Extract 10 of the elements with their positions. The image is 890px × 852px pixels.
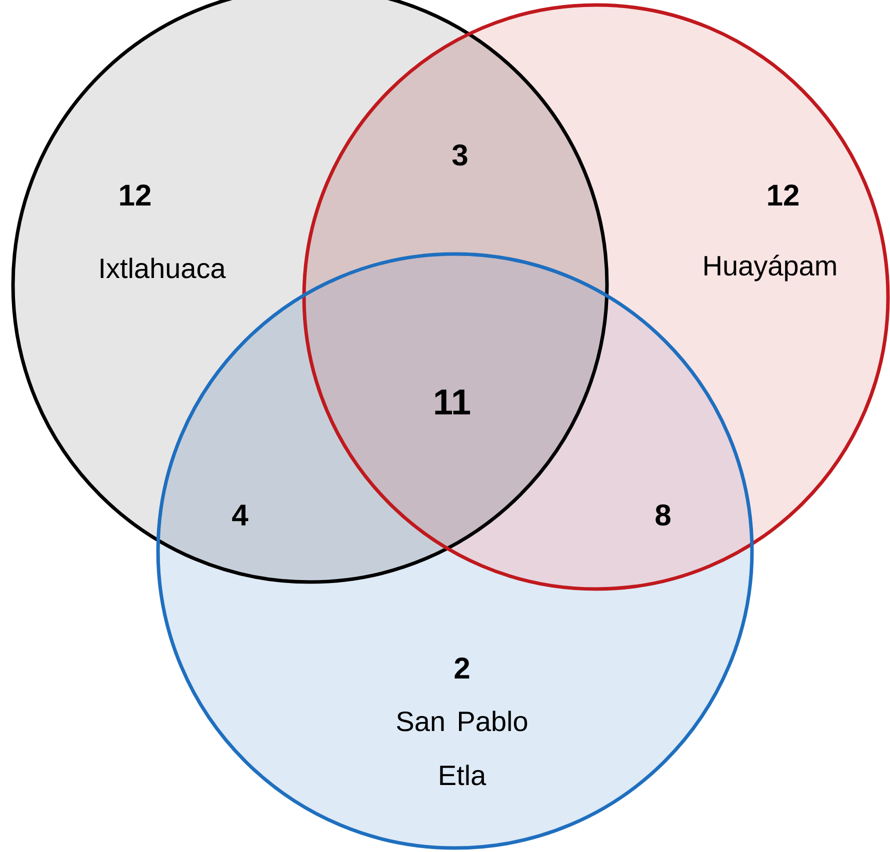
set-name: Ixtlahuaca [100, 258, 226, 278]
set-name: San Pablo Etla [396, 710, 528, 786]
count-label: 8 [656, 504, 670, 526]
count-label: 11 [435, 390, 470, 414]
count-label: 4 [232, 504, 248, 526]
count-label: 12 [768, 184, 798, 206]
count-label: 12 [120, 184, 150, 206]
set-name: Huayápam [704, 254, 836, 282]
count-label: 3 [452, 144, 468, 166]
count-label: 2 [454, 658, 470, 678]
